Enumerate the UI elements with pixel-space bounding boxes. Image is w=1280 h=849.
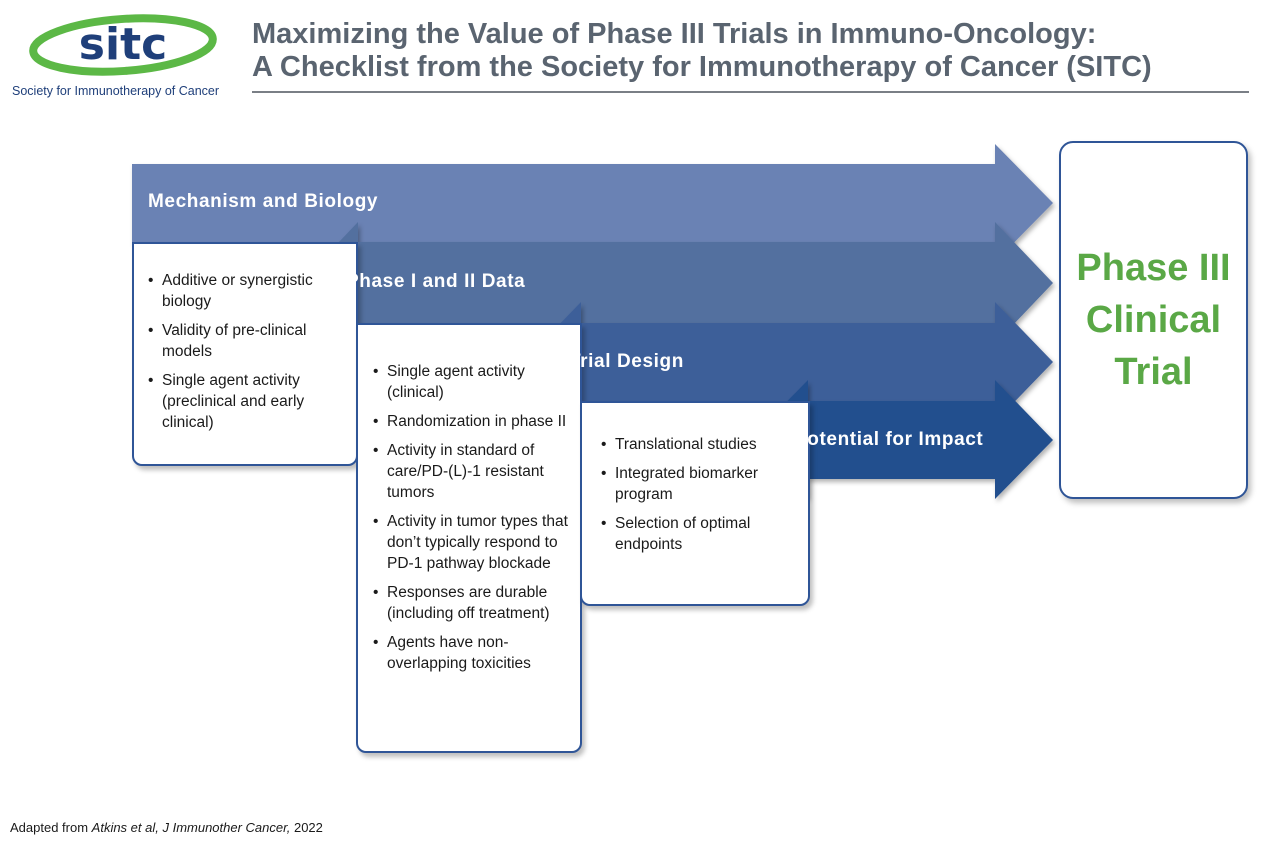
list-item: Validity of pre-clinical models — [148, 320, 348, 362]
list-item: Integrated biomarker program — [601, 463, 801, 505]
phase-i-ii-label: Phase I and II Data — [346, 271, 526, 292]
list-item: Single agent activity (clinical) — [373, 361, 578, 403]
mechanism-biology-box: Additive or synergistic biology Validity… — [132, 242, 358, 466]
logo-caption: Society for Immunotherapy of Cancer — [12, 84, 220, 98]
svg-text:sitc: sitc — [79, 19, 167, 70]
footnote-citation: Atkins et al, J Immunother Cancer, — [91, 820, 291, 835]
trial-design-list: Translational studies Integrated biomark… — [601, 434, 801, 563]
mechanism-biology-arrow — [132, 144, 1053, 262]
title-line-2: A Checklist from the Society for Immunot… — [252, 51, 1152, 83]
page-title: Maximizing the Value of Phase III Trials… — [252, 18, 1252, 84]
sitc-logo: sitc Society for Immunotherapy of Cancer — [10, 10, 230, 100]
footnote: Adapted from Atkins et al, J Immunother … — [10, 820, 323, 835]
potential-impact-label: Potential for Impact — [794, 429, 984, 450]
phase-i-ii-data-arrow — [300, 222, 1053, 344]
footnote-prefix: Adapted from — [10, 820, 92, 835]
mechanism-biology-label: Mechanism and Biology — [148, 191, 379, 212]
title-line-1: Maximizing the Value of Phase III Trials… — [252, 18, 1097, 50]
list-item: Translational studies — [601, 434, 801, 455]
trial-design-label: Trial Design — [569, 351, 684, 372]
phase-i-ii-box: Single agent activity (clinical) Randomi… — [356, 323, 582, 753]
list-item: Activity in standard of care/PD-(L)-1 re… — [373, 440, 578, 503]
phase-iii-trial-box: Phase III Clinical Trial — [1059, 141, 1248, 499]
title-divider — [252, 91, 1249, 93]
trial-design-arrow — [523, 302, 1053, 422]
phase-iii-label: Phase III Clinical Trial — [1076, 247, 1231, 393]
phase-i-ii-list: Single agent activity (clinical) Randomi… — [373, 361, 578, 682]
trial-design-box: Translational studies Integrated biomark… — [580, 401, 810, 606]
footnote-suffix: 2022 — [290, 820, 323, 835]
list-item: Randomization in phase II — [373, 411, 578, 432]
mechanism-biology-list: Additive or synergistic biology Validity… — [148, 270, 348, 441]
list-item: Selection of optimal endpoints — [601, 513, 801, 555]
list-item: Additive or synergistic biology — [148, 270, 348, 312]
list-item: Responses are durable (including off tre… — [373, 582, 578, 624]
potential-impact-arrow — [749, 380, 1053, 499]
list-item: Agents have non-overlapping toxicities — [373, 632, 578, 674]
list-item: Activity in tumor types that don’t typic… — [373, 511, 578, 574]
list-item: Single agent activity (preclinical and e… — [148, 370, 348, 433]
